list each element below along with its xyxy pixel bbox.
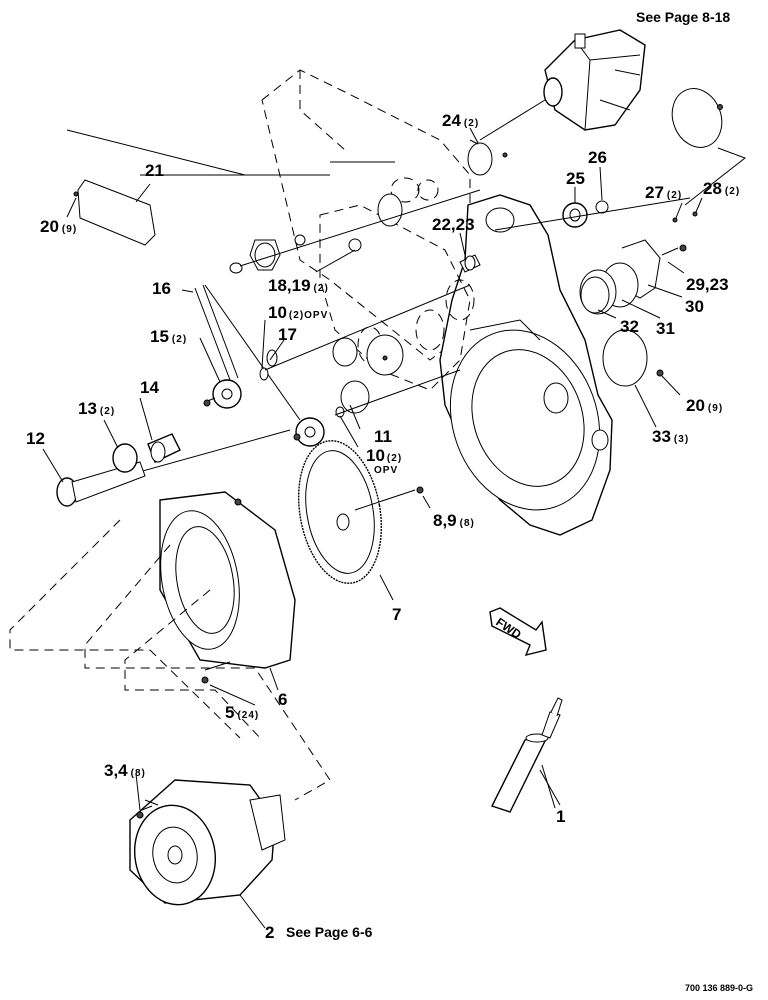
idler-washers <box>259 284 471 381</box>
callout-7: 7 <box>392 605 401 624</box>
callout-10-lower-opv: OPV <box>374 465 398 476</box>
callout-27: 27(2) <box>645 183 682 202</box>
sprocket-15-lower <box>293 417 325 447</box>
callout-25: 25 <box>566 169 585 188</box>
callout-29-23: 29,23 <box>686 275 729 294</box>
flywheel-housing-6 <box>159 491 296 684</box>
idler-lower <box>334 369 461 418</box>
forward-arrow <box>489 607 547 657</box>
callout-10-upper: 10(2)OPV <box>268 303 328 322</box>
gasket-24 <box>467 139 508 176</box>
callout-18-19: 18,19(2) <box>268 276 329 295</box>
callout-17: 17 <box>278 325 297 344</box>
callout-26: 26 <box>588 148 607 167</box>
upper-shaft-sprocket <box>66 129 481 274</box>
callout-22-23: 22,23 <box>432 215 475 234</box>
callout-33: 33(3) <box>652 427 689 446</box>
callout-8-9: 8,9(8) <box>433 511 475 530</box>
gearbox-housing <box>439 194 613 536</box>
callout-28: 28(2) <box>703 179 740 198</box>
phantom-alignment-lines <box>9 519 331 801</box>
cover-33 <box>602 329 664 387</box>
callout-2: 2 <box>265 923 274 942</box>
seal-assembly-30-32 <box>579 239 687 315</box>
phantom-mounting-plate <box>261 69 471 361</box>
sprocket-15-upper <box>203 379 242 409</box>
callout-14: 14 <box>140 378 159 397</box>
callout-15: 15(2) <box>150 327 187 346</box>
leader-lines <box>42 127 703 929</box>
cover-plate-top <box>671 88 747 206</box>
roller-chain-16 <box>194 284 301 421</box>
part-1-tool <box>491 697 563 813</box>
callout-16: 16 <box>152 279 171 298</box>
callout-30: 30 <box>685 297 704 316</box>
cover-21 <box>73 179 156 246</box>
gearbox-reference-note: See Page 6-6 <box>286 924 373 940</box>
gearbox-2 <box>129 779 286 906</box>
callout-20-left: 20(9) <box>40 217 77 236</box>
callout-32: 32 <box>620 317 639 336</box>
callout-5: 5(24) <box>225 703 259 722</box>
callout-3-4: 3,4(8) <box>104 761 146 780</box>
shaft-12-assembly <box>56 429 291 507</box>
callout-31: 31 <box>656 319 675 338</box>
drawing-number: 700 136 889-0-G <box>685 983 753 993</box>
bolt-22-23 <box>459 254 481 273</box>
callout-6: 6 <box>278 690 287 709</box>
callout-12: 12 <box>26 429 45 448</box>
callout-21: 21 <box>145 161 164 180</box>
callout-labels: 1 2 3,4(8) 5(24) 6 7 8,9(8) 10(2)OPV 10(… <box>26 111 740 942</box>
callout-11: 11 <box>374 427 392 446</box>
callout-1: 1 <box>556 807 565 826</box>
callout-20-right: 20(9) <box>686 396 723 415</box>
ring-gear-7 <box>297 440 424 584</box>
pump-reference-note: See Page 8-18 <box>636 9 730 25</box>
parts-25-26 <box>494 197 698 231</box>
callout-13: 13(2) <box>78 399 115 418</box>
callout-24: 24(2) <box>442 111 479 130</box>
callout-10-lower: 10(2) <box>366 446 402 465</box>
hydraulic-pump <box>479 29 646 141</box>
